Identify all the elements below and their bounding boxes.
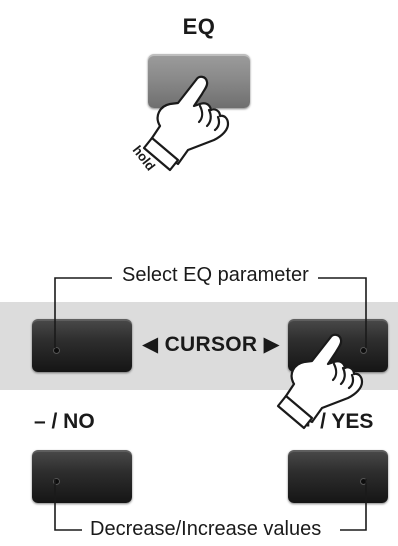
eq-label: EQ: [182, 14, 216, 39]
minus-no-label: – / NO: [34, 410, 95, 433]
hand-press-icon: [276, 333, 364, 430]
decrease-increase-bracket: [54, 479, 367, 531]
decrease-increase-caption: Decrease/Increase values: [84, 518, 328, 541]
button-led: [53, 478, 60, 485]
plus-yes-label: + / YES: [302, 410, 374, 433]
select-eq-parameter-caption: Select EQ parameter: [114, 264, 317, 287]
button-led: [360, 347, 367, 354]
minus-no-button[interactable]: [32, 450, 132, 503]
button-led: [53, 347, 60, 354]
hand-hold-icon: [142, 75, 230, 172]
plus-yes-button[interactable]: [288, 450, 388, 503]
select-parameter-bracket: [54, 277, 367, 348]
cursor-left-button[interactable]: [32, 319, 132, 372]
cursor-label: ◀ CURSOR ▶: [142, 333, 280, 356]
